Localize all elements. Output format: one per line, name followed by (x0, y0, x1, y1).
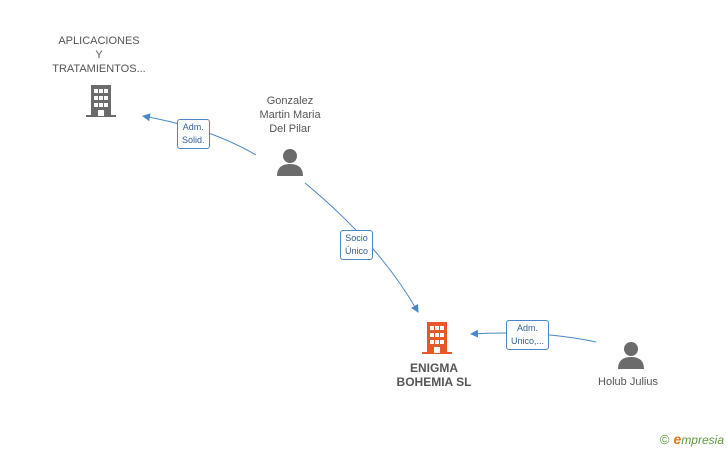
person-icon (277, 149, 303, 176)
person-icon (618, 342, 644, 369)
edge-label-socio-unico: Socio Único (340, 230, 374, 260)
copyright-symbol: © (659, 431, 670, 447)
node-label-holub[interactable]: Holub Julius (598, 376, 658, 388)
node-label-enigma[interactable]: ENIGMA BOHEMIA SL (396, 361, 472, 389)
node-label-gonzalez[interactable]: Gonzalez Martin Maria Del Pilar (259, 95, 321, 135)
building-icon (86, 85, 116, 117)
brand-watermark: © empresia (660, 431, 724, 447)
edge-label-adm-unico: Adm. Unico,... (506, 320, 550, 350)
building-main-icon (422, 322, 452, 354)
edge-label-adm-solid: Adm. Solid. (177, 119, 210, 149)
brand-logo: empresia (673, 431, 724, 447)
node-label-aplicaciones[interactable]: APLICACIONES Y TRATAMIENTOS... (52, 35, 146, 75)
